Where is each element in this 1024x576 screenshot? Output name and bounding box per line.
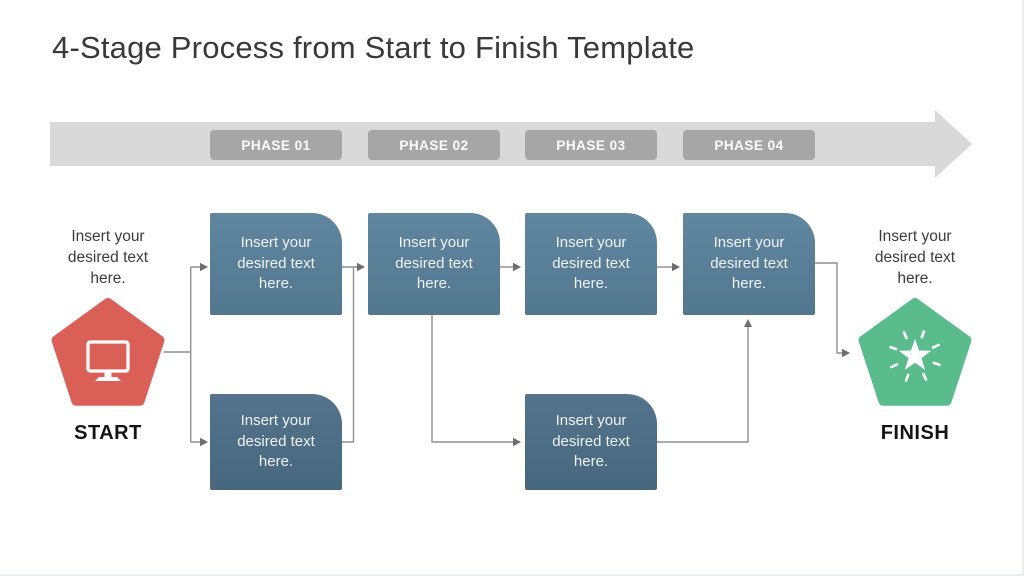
start-shape	[51, 298, 165, 406]
arrowhead-into-phase03-bottom	[513, 437, 521, 447]
phase-02-pill: PHASE 02	[368, 130, 500, 160]
phase-01-label: PHASE 01	[241, 137, 311, 153]
finish-caption: Insert your desired text here.	[874, 228, 956, 287]
arrowhead-into-phase01-top	[200, 262, 208, 272]
textbox-phase-02-top: Insert your desired text here.	[368, 213, 500, 315]
connector-phase03-bottom-to-phase04	[657, 326, 749, 443]
textbox-phase-01-bottom: Insert your desired text here.	[210, 394, 342, 490]
phase-03-label: PHASE 03	[556, 137, 626, 153]
finish-label: FINISH	[880, 422, 950, 444]
textbox-phase-03-bottom-text: Insert your desired text here.	[552, 412, 630, 471]
arrowhead-into-phase04-left	[672, 262, 680, 272]
arrowhead-into-finish	[842, 348, 850, 358]
textbox-phase-03-top: Insert your desired text here.	[525, 213, 657, 315]
start-pentagon	[51, 298, 165, 406]
arrowhead-into-phase02	[357, 262, 365, 272]
connector-start-to-phase01	[163, 266, 201, 443]
connector-arrowheads	[200, 262, 850, 447]
connector-phase02-to-phase03-bottom	[431, 315, 514, 443]
phase-04-label: PHASE 04	[714, 137, 784, 153]
arrowhead-into-phase01-bottom	[200, 437, 208, 447]
timeline-arrow	[50, 110, 972, 178]
textbox-phase-02-top-text: Insert your desired text here.	[395, 234, 473, 293]
textbox-phase-03-bottom: Insert your desired text here.	[525, 394, 657, 490]
start-label: START	[74, 422, 142, 444]
textbox-phase-03-top-text: Insert your desired text here.	[552, 234, 630, 293]
finish-shape	[858, 298, 972, 406]
textbox-phase-04-top: Insert your desired text here.	[683, 213, 815, 315]
textbox-phase-01-bottom-text: Insert your desired text here.	[237, 412, 315, 471]
textbox-phase-01-top-text: Insert your desired text here.	[237, 234, 315, 293]
phase-01-pill: PHASE 01	[210, 130, 342, 160]
phase-03-pill: PHASE 03	[525, 130, 657, 160]
connectors	[163, 262, 843, 443]
connector-phase04-to-finish	[815, 262, 843, 354]
monitor-icon	[86, 340, 130, 381]
phase-02-label: PHASE 02	[399, 137, 469, 153]
slide-title: 4-Stage Process from Start to Finish Tem…	[52, 30, 695, 65]
textbox-phase-04-top-text: Insert your desired text here.	[710, 234, 788, 293]
arrowhead-into-phase03-top	[513, 262, 521, 272]
connector-phase01-to-phase02	[342, 266, 358, 443]
start-caption: Insert your desired text here.	[67, 228, 149, 287]
star-burst-icon	[889, 330, 941, 382]
textbox-phase-01-top: Insert your desired text here.	[210, 213, 342, 315]
arrowhead-into-phase04-bottom	[744, 319, 752, 327]
phase-04-pill: PHASE 04	[683, 130, 815, 160]
